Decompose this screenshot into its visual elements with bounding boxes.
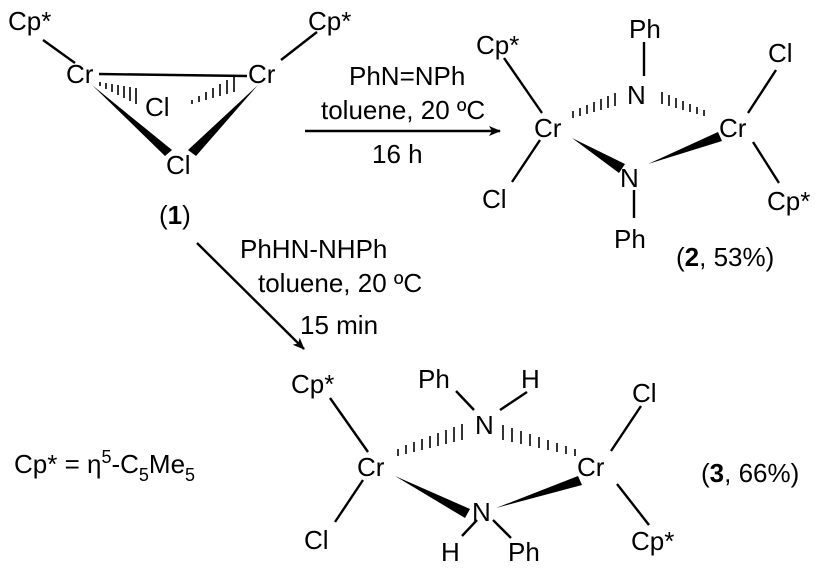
reaction-2: PhHN-NHPh toluene, 20 ºC 15 min bbox=[196, 234, 422, 350]
ph-group-label: Ph bbox=[614, 224, 646, 254]
cr-atom-label: Cr bbox=[577, 452, 605, 482]
conditions-label: toluene, 20 ºC bbox=[258, 268, 422, 298]
hashed-bond-cr-n bbox=[572, 93, 616, 118]
cl-atom-label: Cl bbox=[482, 184, 507, 214]
wedge-bond-cr-cl-left bbox=[92, 85, 172, 156]
bond-cl-cr bbox=[511, 139, 541, 183]
bond-h-n bbox=[461, 519, 478, 537]
cp-star-label: Cp* bbox=[767, 186, 810, 216]
bond-cl-cr bbox=[334, 479, 364, 523]
cr-atom-label: Cr bbox=[719, 113, 747, 143]
bond-cp-cr bbox=[503, 57, 543, 114]
bond-cp-cr bbox=[616, 483, 650, 526]
bond-cp-cr bbox=[751, 141, 781, 184]
h-atom-label: H bbox=[521, 364, 540, 394]
reagent-label: PhN=NPh bbox=[349, 61, 465, 91]
wedge-bond-n-cr bbox=[496, 476, 582, 508]
cl-atom-label: Cl bbox=[145, 92, 170, 122]
h-atom-label: H bbox=[441, 537, 460, 567]
ph-group-label: Ph bbox=[418, 364, 450, 394]
wedge-bond-cr-n bbox=[395, 476, 470, 518]
cp-star-label: Cp* bbox=[308, 6, 351, 36]
bond-cl-cr bbox=[610, 405, 642, 452]
conditions-label: toluene, 20 ºC bbox=[321, 95, 485, 125]
bond-cp-cr-right bbox=[280, 31, 318, 61]
cl-atom-label: Cl bbox=[632, 378, 657, 408]
reaction-1: PhN=NPh toluene, 20 ºC 16 h bbox=[305, 61, 501, 169]
compound-2: Ph N N Ph Cr Cr Cp* Cl Cl Cp* (2, 53%) bbox=[476, 14, 810, 272]
wedge-bond-cr-n bbox=[572, 138, 625, 173]
cl-atom-label: Cl bbox=[166, 150, 191, 180]
cr-atom-label: Cr bbox=[357, 452, 385, 482]
bond-cp-cr bbox=[329, 397, 369, 453]
ph-group-label: Ph bbox=[508, 537, 540, 567]
hashed-bond-cr-cl-left bbox=[99, 82, 137, 104]
cr-atom-label: Cr bbox=[248, 59, 276, 89]
hashed-bond-cr-cl-right bbox=[191, 77, 235, 104]
bond-h-n bbox=[499, 391, 528, 411]
cp-star-label: Cp* bbox=[291, 369, 334, 399]
reaction-arrow bbox=[196, 242, 305, 350]
cl-atom-label: Cl bbox=[304, 525, 329, 555]
n-atom-label: N bbox=[475, 410, 494, 440]
hashed-bond-cr-n bbox=[397, 424, 463, 456]
cp-star-definition: Cp* = η5-C5Me5 bbox=[14, 447, 195, 485]
compound-label-2: (2, 53%) bbox=[676, 242, 774, 272]
time-label: 15 min bbox=[300, 310, 378, 340]
n-atom-label: N bbox=[620, 163, 639, 193]
bond-cp-cr-left bbox=[42, 39, 76, 64]
compound-label-3: (3, 66%) bbox=[701, 458, 799, 488]
cp-star-label: Cp* bbox=[631, 526, 674, 556]
n-atom-label: N bbox=[627, 80, 646, 110]
cp-star-label: Cp* bbox=[476, 30, 519, 60]
wedge-bond-cr-cl-right bbox=[188, 85, 258, 156]
reagent-label: PhHN-NHPh bbox=[240, 234, 387, 264]
n-atom-label: N bbox=[472, 497, 491, 527]
bond-n-ph bbox=[492, 519, 512, 539]
time-label: 16 h bbox=[372, 139, 423, 169]
wedge-bond-n-cr bbox=[648, 132, 722, 164]
hashed-bond-n-cr bbox=[661, 92, 705, 116]
cl-atom-label: Cl bbox=[768, 38, 793, 68]
bond-cl-cr bbox=[746, 69, 778, 114]
compound-label-1: (1) bbox=[159, 200, 191, 230]
compound-3: Ph H N N H Ph Cr Cr Cp* Cl Cl Cp* (3, 66… bbox=[291, 364, 799, 567]
compound-1: Cp* Cp* Cr Cr Cl Cl (1) bbox=[8, 6, 351, 230]
ph-group-label: Ph bbox=[629, 14, 661, 44]
hashed-bond-n-cr bbox=[502, 425, 576, 456]
cr-atom-label: Cr bbox=[66, 59, 94, 89]
cp-star-label: Cp* bbox=[8, 6, 51, 36]
bond-ph-n bbox=[455, 390, 475, 411]
bond-cr-cr bbox=[98, 72, 248, 78]
cr-atom-label: Cr bbox=[534, 113, 562, 143]
